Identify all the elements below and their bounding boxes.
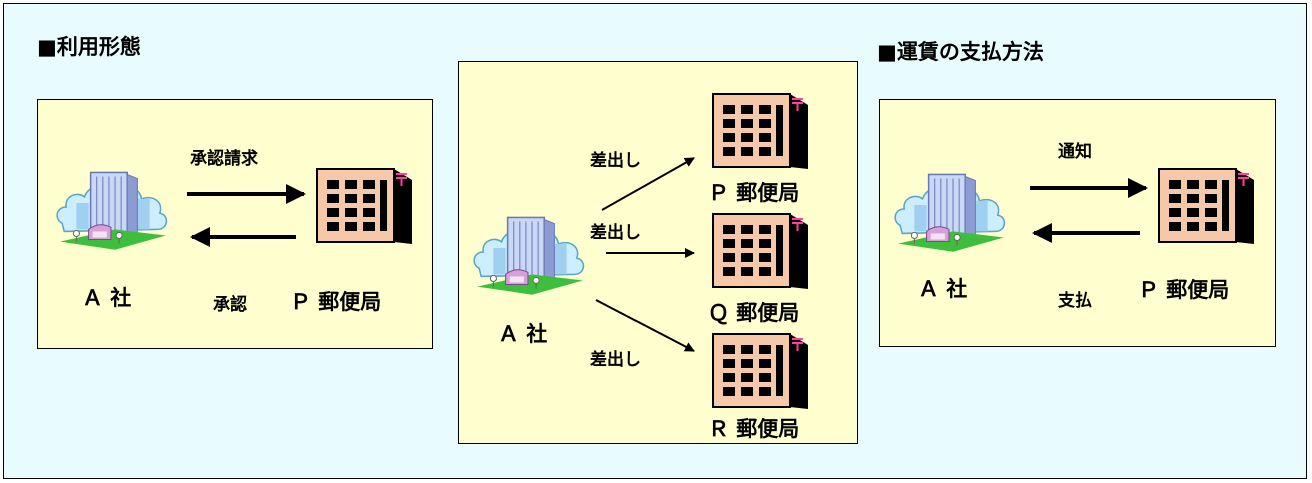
approval-label: 承認: [213, 295, 247, 315]
company-a-building-icon: [52, 160, 174, 252]
fare-payment-heading: ■運賃の支払方法: [877, 40, 1044, 64]
post-office-p-label: Ｐ 郵便局: [1138, 278, 1230, 302]
post-office-p-building-icon: [710, 90, 810, 172]
company-a-label: Ａ 社: [498, 322, 548, 346]
notification-label: 通知: [1058, 142, 1092, 162]
post-office-q-building-icon: [710, 210, 810, 292]
company-a-label: Ａ 社: [918, 277, 968, 301]
company-a-building-icon: [890, 162, 1012, 254]
post-office-r-label: Ｒ 郵便局: [708, 417, 800, 441]
send-label: 差出し: [590, 350, 641, 370]
post-office-p-label: Ｐ 郵便局: [290, 290, 382, 314]
post-office-r-building-icon: [710, 330, 810, 412]
post-office-p-label: Ｐ 郵便局: [708, 181, 800, 205]
company-a-building-icon: [469, 205, 591, 297]
approval-request-label: 承認請求: [190, 149, 258, 169]
company-a-label: Ａ 社: [82, 286, 132, 310]
post-office-p-building-icon: [314, 165, 414, 247]
send-label: 差出し: [590, 223, 641, 243]
post-office-q-label: Ｑ 郵便局: [708, 301, 800, 325]
send-label: 差出し: [590, 151, 641, 171]
payment-label: 支払: [1058, 291, 1092, 311]
usage-form-heading: ■利用形態: [37, 35, 141, 59]
post-office-p-building-icon: [1156, 165, 1256, 247]
